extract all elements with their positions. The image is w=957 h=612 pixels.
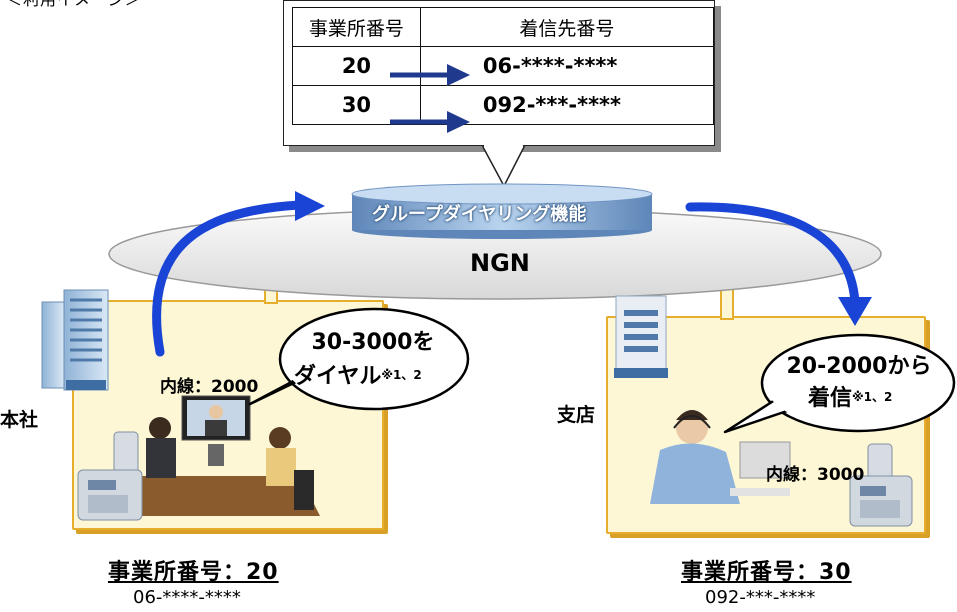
head-office-phone: 06-****-**** bbox=[133, 587, 241, 608]
branch-bubble-note: ※1、2 bbox=[852, 390, 893, 404]
hq-bubble-line1: 30-3000を bbox=[311, 330, 435, 355]
head-office-building-icon bbox=[41, 289, 109, 391]
hq-speech-bubble bbox=[248, 307, 470, 411]
branch-office-extension: 内線：3000 bbox=[766, 465, 865, 485]
branch-office-phone: 092-***-**** bbox=[705, 587, 816, 608]
group-dialing-function-label: グループダイヤリング機能 bbox=[372, 204, 587, 225]
group-dialing-server-icon bbox=[351, 183, 653, 239]
branch-bubble-line1: 20-2000から bbox=[786, 354, 932, 379]
header-office-number: 事業所番号 bbox=[292, 7, 421, 47]
hq-phone-icon bbox=[77, 431, 143, 521]
page-title: ＜利用イメージ＞ bbox=[6, 0, 142, 10]
branch-bubble-line2: 着信 bbox=[808, 386, 853, 411]
operator-with-headset-icon bbox=[650, 410, 791, 504]
hq-bubble-note: ※1、2 bbox=[381, 368, 422, 382]
call-flow-arrow-icon bbox=[152, 191, 325, 357]
hq-bubble-line2-wrap: ダイヤル※1、2 bbox=[294, 362, 422, 392]
branch-phone-icon bbox=[849, 443, 913, 527]
destination-cell: 06-****-**** bbox=[419, 46, 715, 86]
table-row: 20 06-****-**** bbox=[292, 46, 715, 86]
head-office-extension: 内線：2000 bbox=[160, 377, 259, 397]
head-office-number: 事業所番号：20 bbox=[108, 560, 279, 585]
table-row-arrow-icon bbox=[390, 64, 470, 86]
branch-office-name: 支店 bbox=[557, 404, 596, 426]
routing-grid: 事業所番号 着信先番号 20 06-****-**** 30 092-***-*… bbox=[292, 7, 715, 125]
branch-office-number: 事業所番号：30 bbox=[681, 560, 852, 585]
hq-bubble-line2: ダイヤル bbox=[294, 364, 382, 389]
head-office-name: 本社 bbox=[0, 409, 39, 431]
destination-cell: 092-***-**** bbox=[419, 85, 715, 125]
office-number-cell: 20 bbox=[292, 46, 421, 86]
routing-table: 事業所番号 着信先番号 20 06-****-**** 30 092-***-*… bbox=[283, 0, 715, 146]
office-number-cell: 30 bbox=[292, 85, 421, 125]
branch-office-building-icon bbox=[614, 295, 668, 378]
call-flow-arrow-icon bbox=[685, 202, 872, 326]
table-row-arrow-icon bbox=[390, 111, 470, 133]
table-header-row: 事業所番号 着信先番号 bbox=[292, 7, 715, 47]
branch-speech-bubble bbox=[723, 333, 956, 434]
header-destination-number: 着信先番号 bbox=[419, 7, 715, 47]
video-conference-scene-icon bbox=[100, 395, 320, 516]
table-row: 30 092-***-**** bbox=[292, 85, 715, 125]
ngn-label: NGN bbox=[470, 249, 530, 277]
branch-bubble-line2-wrap: 着信※1、2 bbox=[808, 384, 892, 414]
